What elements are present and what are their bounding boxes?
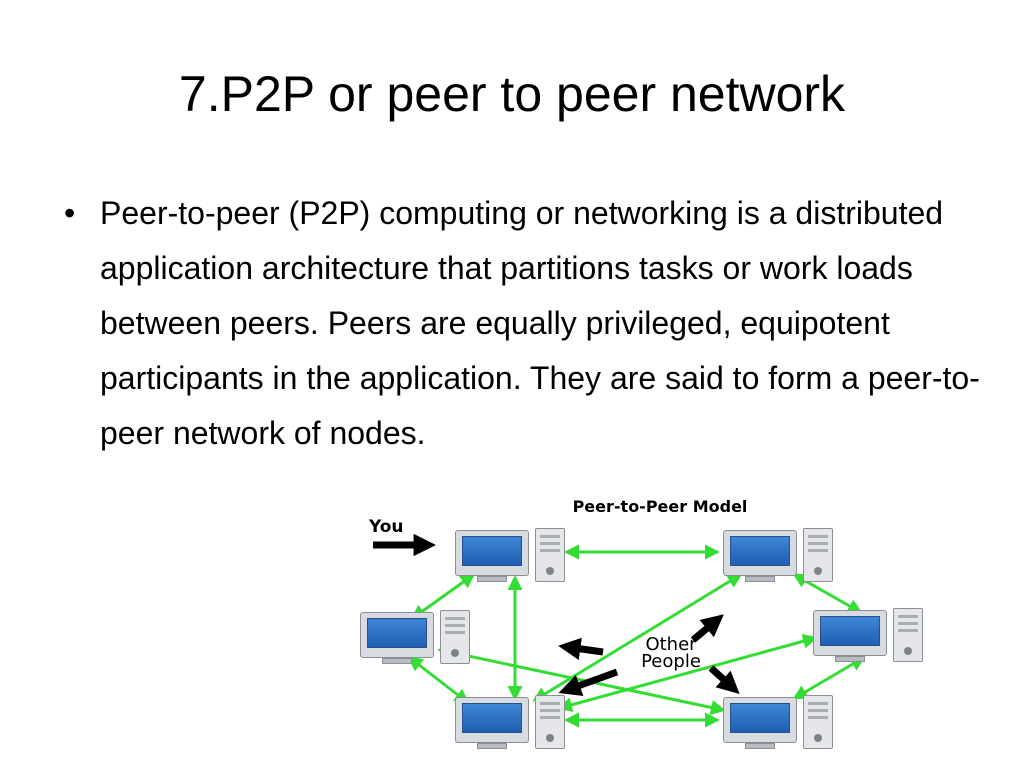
tower-icon — [893, 608, 923, 662]
you-label: You — [369, 517, 404, 537]
tower-icon — [535, 528, 565, 582]
other-arrow-up-right — [690, 614, 724, 643]
slide-title: 7.P2P or peer to peer network — [178, 66, 846, 122]
monitor-icon — [360, 612, 434, 658]
other-people-label: Other People — [611, 634, 731, 672]
monitor-icon — [723, 530, 797, 576]
bullet-item: • Peer-to-peer (P2P) computing or networ… — [60, 186, 980, 461]
other-people-line-1: Other — [645, 634, 697, 655]
diagram-title: Peer-to-Peer Model — [572, 497, 748, 516]
desktop-computer-icon — [813, 608, 931, 666]
desktop-computer-icon — [455, 528, 573, 586]
monitor-icon — [455, 697, 529, 743]
desktop-computer-icon — [455, 695, 573, 753]
desktop-computer-icon — [723, 695, 841, 753]
monitor-icon — [813, 610, 887, 656]
bullet-text: Peer-to-peer (P2P) computing or networki… — [100, 195, 980, 451]
other-arrow-left — [558, 637, 604, 660]
tower-icon — [803, 528, 833, 582]
bullet-list: • Peer-to-peer (P2P) computing or networ… — [60, 186, 980, 461]
bullet-marker: • — [64, 195, 76, 231]
other-people-line-2: People — [641, 651, 701, 672]
peer-to-peer-diagram: Peer-to-Peer Model You Other People — [355, 497, 931, 755]
monitor-icon — [455, 530, 529, 576]
other-arrow-down-left — [558, 668, 619, 696]
other-arrow-down-right — [708, 665, 740, 695]
monitor-icon — [723, 697, 797, 743]
desktop-computer-icon — [360, 610, 478, 668]
tower-icon — [535, 695, 565, 749]
connection-lines — [373, 533, 866, 728]
link-mid-right-bottom-left — [557, 633, 818, 713]
desktop-computer-icon — [723, 528, 841, 586]
tower-icon — [803, 695, 833, 749]
tower-icon — [440, 610, 470, 664]
link-top-left-mid-left — [410, 573, 476, 620]
